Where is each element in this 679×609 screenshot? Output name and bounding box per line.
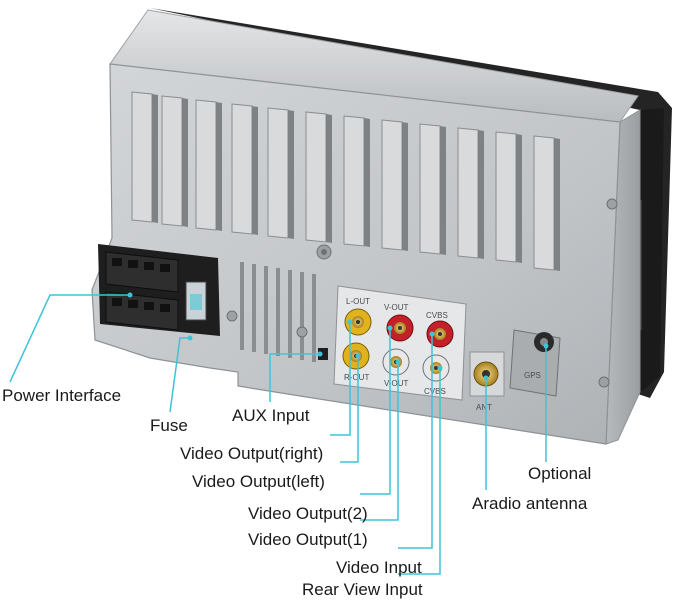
marking-r-out: R-OUT: [344, 373, 369, 382]
marking-v-out-bottom: V-OUT: [384, 379, 409, 388]
label-video-output-2: Video Output(2): [248, 504, 368, 523]
rca-l-out: [344, 308, 372, 336]
leader-lines: [9, 294, 547, 575]
leader-video-output-1: [360, 362, 399, 521]
label-optional: Optional: [528, 464, 592, 483]
label-fuse: Fuse: [150, 416, 188, 435]
label-rear-view-input: Rear View Input: [302, 580, 423, 599]
fin-shadows: [152, 94, 560, 271]
leader-aux-input: [269, 353, 320, 402]
leader-video-output-2: [360, 328, 391, 495]
aux-jack: [318, 348, 328, 360]
label-power-interface: Power Interface: [2, 386, 122, 405]
rca-cvbs-bottom: [422, 354, 450, 382]
leader-video-output-left: [340, 356, 359, 463]
gps-port: [509, 329, 561, 397]
leader-power-interface: [9, 294, 130, 383]
rca-v-out-top: [386, 314, 414, 342]
rca-antenna: [469, 351, 505, 397]
rca-cvbs-top: [426, 320, 454, 348]
vent-slots: [240, 262, 316, 362]
marking-v-out-top: V-OUT: [384, 303, 409, 312]
label-video-input: Video Input: [336, 558, 422, 577]
label-video-output-1: Video Output(1): [248, 530, 368, 549]
leader-dots: [127, 292, 549, 381]
marking-cvbs-bottom: CVBS: [424, 387, 446, 396]
marking-cvbs-top: CVBS: [426, 311, 448, 320]
leader-video-input: [398, 334, 433, 549]
marking-ant: ANT: [476, 403, 492, 412]
panel-markings: L-OUT V-OUT CVBS R-OUT V-OUT CVBS ANT GP…: [344, 297, 541, 412]
back-panel: [91, 63, 621, 445]
leader-fuse: [169, 337, 190, 413]
rca-jacks: [342, 308, 561, 397]
screws: [226, 198, 618, 388]
marking-gps: GPS: [524, 371, 541, 380]
leader-video-output-right: [330, 322, 351, 436]
label-aux-input: AUX Input: [232, 406, 310, 425]
marking-l-out: L-OUT: [346, 297, 370, 306]
power-connector: [98, 244, 220, 336]
label-aradio-antenna: Aradio antenna: [472, 494, 588, 513]
label-video-output-right: Video Output(right): [180, 444, 324, 463]
label-video-output-left: Video Output(left): [192, 472, 325, 491]
leader-rear-view-input: [398, 368, 441, 575]
